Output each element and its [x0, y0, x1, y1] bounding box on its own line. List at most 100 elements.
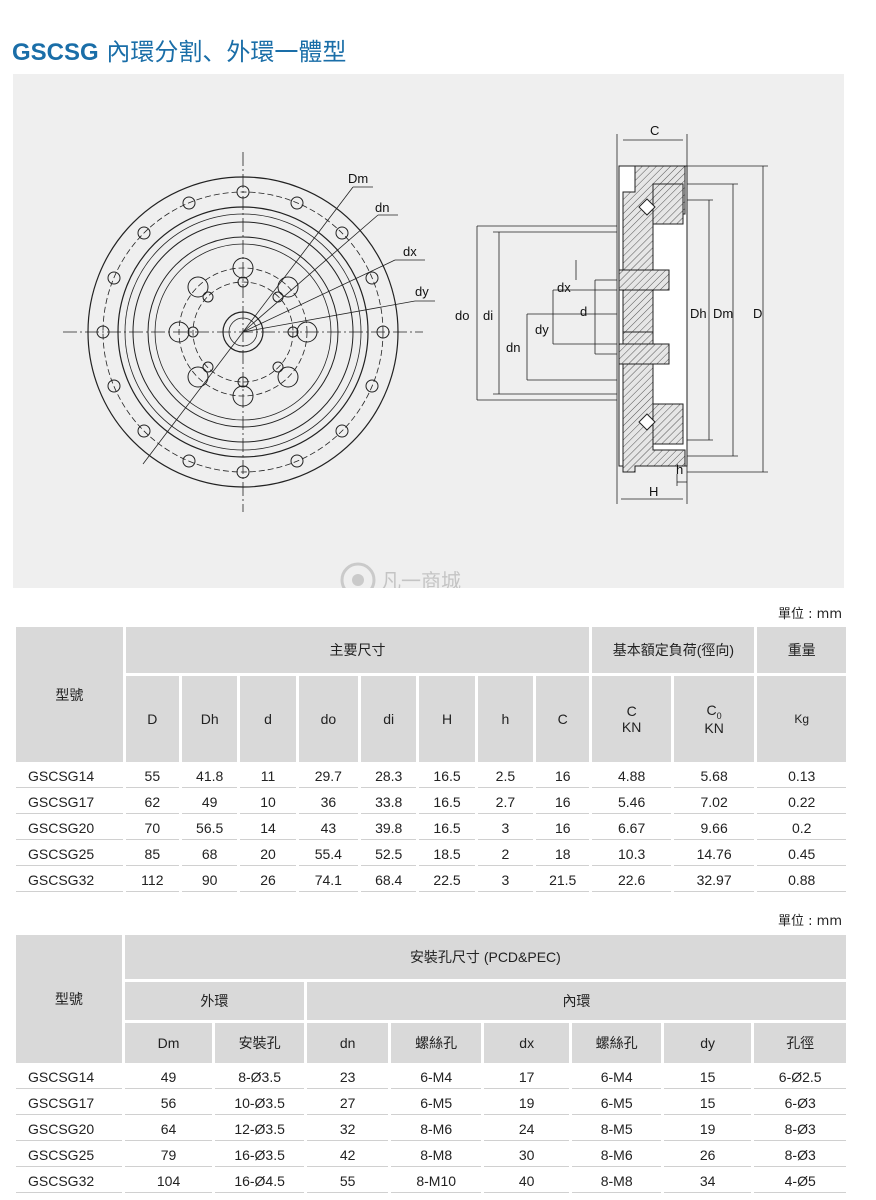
value-cell: 4-Ø5: [754, 1170, 846, 1193]
value-cell: 49: [124, 1066, 213, 1089]
header-outer-ring: 外環: [124, 982, 304, 1020]
value-cell: 34: [663, 1170, 752, 1193]
model-cell: GSCSG17: [16, 1092, 122, 1115]
col-screw-hole-dx: 螺絲孔: [572, 1023, 661, 1063]
header-main-dimensions: 主要尺寸: [125, 627, 590, 673]
header-mounting-holes: 安裝孔尺寸 (PCD&PEC): [124, 935, 846, 979]
value-cell: 16: [536, 817, 590, 840]
value-cell: 112: [125, 869, 179, 892]
model-cell: GSCSG25: [16, 843, 123, 866]
value-cell: 90: [181, 869, 238, 892]
value-cell: 10: [240, 791, 296, 814]
value-cell: 33.8: [361, 791, 417, 814]
value-cell: 74.1: [298, 869, 359, 892]
col-screw-hole-dn: 螺絲孔: [391, 1023, 481, 1063]
col-dn: dn: [306, 1023, 389, 1063]
label-Dm: Dm: [348, 171, 368, 186]
col-d: d: [240, 676, 296, 762]
value-cell: 26: [663, 1144, 752, 1167]
col-dx: dx: [483, 1023, 570, 1063]
value-cell: 32: [306, 1118, 389, 1141]
value-cell: 16.5: [419, 765, 475, 788]
value-cell: 0.13: [757, 765, 846, 788]
value-cell: 12-Ø3.5: [215, 1118, 304, 1141]
value-cell: 56.5: [181, 817, 238, 840]
value-cell: 49: [181, 791, 238, 814]
value-cell: 29.7: [298, 765, 359, 788]
label-h: h: [676, 462, 683, 477]
label-dy: dy: [415, 284, 429, 299]
page-title: GSCSG 內環分割、外環一體型: [12, 38, 347, 66]
value-cell: 8-Ø3.5: [215, 1066, 304, 1089]
value-cell: 15: [663, 1092, 752, 1115]
value-cell: 11: [240, 765, 296, 788]
header-model: 型號: [16, 627, 123, 762]
value-cell: 7.02: [673, 791, 755, 814]
value-cell: 55: [125, 765, 179, 788]
value-cell: 21.5: [536, 869, 590, 892]
col-do: do: [298, 676, 359, 762]
value-cell: 36: [298, 791, 359, 814]
header-load-rating: 基本額定負荷(徑向): [592, 627, 755, 673]
col-D: D: [125, 676, 179, 762]
value-cell: 6-Ø3: [754, 1092, 846, 1115]
col-mounting-hole: 安裝孔: [215, 1023, 304, 1063]
value-cell: 85: [125, 843, 179, 866]
value-cell: 3: [477, 817, 534, 840]
value-cell: 16: [536, 791, 590, 814]
mounting-holes-table: 型號 安裝孔尺寸 (PCD&PEC) 外環 內環 Dm 安裝孔 dn 螺絲孔 d…: [13, 932, 849, 1196]
value-cell: 8-M8: [572, 1170, 661, 1193]
value-cell: 0.2: [757, 817, 846, 840]
value-cell: 6-M4: [572, 1066, 661, 1089]
value-cell: 28.3: [361, 765, 417, 788]
label-dy-side: dy: [535, 322, 549, 337]
value-cell: 6-M5: [391, 1092, 481, 1115]
col-hole-diameter: 孔徑: [754, 1023, 846, 1063]
value-cell: 23: [306, 1066, 389, 1089]
value-cell: 8-Ø3: [754, 1144, 846, 1167]
value-cell: 5.46: [592, 791, 671, 814]
front-view: [63, 152, 435, 512]
model-cell: GSCSG20: [16, 1118, 122, 1141]
col-Dh: Dh: [181, 676, 238, 762]
model-cell: GSCSG32: [16, 869, 123, 892]
value-cell: 43: [298, 817, 359, 840]
model-cell: GSCSG14: [16, 1066, 122, 1089]
label-do: do: [455, 308, 469, 323]
label-Dm-side: Dm: [713, 306, 733, 321]
bearing-drawing: Dm dn dx dy: [13, 74, 844, 588]
value-cell: 5.68: [673, 765, 755, 788]
label-dx: dx: [403, 244, 417, 259]
header-model-2: 型號: [16, 935, 122, 1063]
watermark: 凡一商城: [340, 562, 461, 588]
value-cell: 24: [483, 1118, 570, 1141]
value-cell: 27: [306, 1092, 389, 1115]
value-cell: 3: [477, 869, 534, 892]
label-d: d: [580, 304, 587, 319]
main-dimensions-table: 型號 主要尺寸 基本額定負荷(徑向) 重量 D Dh d do di H h C…: [13, 624, 849, 895]
value-cell: 16-Ø3.5: [215, 1144, 304, 1167]
unit-label-1: 單位 : mm: [778, 607, 842, 622]
value-cell: 14: [240, 817, 296, 840]
value-cell: 68: [181, 843, 238, 866]
value-cell: 8-M10: [391, 1170, 481, 1193]
value-cell: 32.97: [673, 869, 755, 892]
value-cell: 2.5: [477, 765, 534, 788]
header-weight: 重量: [757, 627, 846, 673]
value-cell: 56: [124, 1092, 213, 1115]
value-cell: 10.3: [592, 843, 671, 866]
col-weight-unit: Kg: [757, 676, 846, 762]
value-cell: 15: [663, 1066, 752, 1089]
col-dy: dy: [663, 1023, 752, 1063]
watermark-text: 凡一商城: [381, 569, 461, 588]
header-inner-ring: 內環: [306, 982, 846, 1020]
